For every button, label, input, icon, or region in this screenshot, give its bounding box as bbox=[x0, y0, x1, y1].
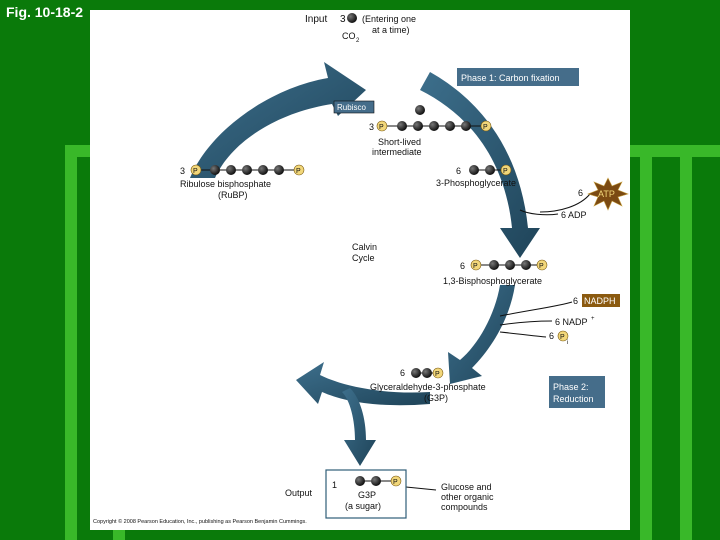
svg-text:P: P bbox=[435, 371, 440, 378]
output-count: 1 bbox=[332, 480, 337, 490]
rubp-line2: (RuBP) bbox=[218, 190, 248, 200]
pga-label: 3-Phosphoglycerate bbox=[436, 178, 516, 188]
bpg-label: 1,3-Bisphosphoglycerate bbox=[443, 276, 542, 286]
input-note-line1: (Entering one bbox=[362, 14, 416, 24]
phase2-line2: Reduction bbox=[553, 394, 594, 404]
cycle-arrow-top bbox=[190, 62, 366, 178]
intermediate-molecule: P P bbox=[376, 120, 492, 132]
g3p-molecule: P bbox=[411, 367, 444, 379]
glucose-line1: Glucose and bbox=[441, 482, 492, 492]
input-count: 3 bbox=[340, 14, 346, 25]
svg-text:P: P bbox=[539, 263, 544, 270]
intermediate-top-carbon bbox=[415, 105, 425, 115]
short-lived-line2: intermediate bbox=[372, 147, 422, 157]
pga-count: 6 bbox=[456, 166, 461, 176]
atp-count: 6 bbox=[578, 188, 583, 198]
svg-text:P: P bbox=[483, 124, 488, 131]
figure-label: Fig. 10-18-2 bbox=[6, 4, 84, 20]
input-note-line2: at a time) bbox=[372, 25, 410, 35]
svg-text:P: P bbox=[503, 168, 508, 175]
output-line2: (a sugar) bbox=[345, 501, 381, 511]
svg-text:P: P bbox=[296, 168, 301, 175]
atp-arrow bbox=[539, 193, 591, 213]
co2-molecule bbox=[347, 13, 357, 23]
phase1-box bbox=[457, 68, 579, 86]
input-label: Input bbox=[305, 14, 327, 25]
cycle-arrow-right-lower bbox=[448, 285, 515, 384]
svg-text:P: P bbox=[473, 263, 478, 270]
rubp-count: 3 bbox=[180, 166, 185, 176]
intermediate-count: 3 bbox=[369, 122, 374, 132]
nadp-superscript: + bbox=[591, 316, 595, 322]
adp-label: 6 ADP bbox=[561, 210, 587, 220]
cycle-arrow-right-upper bbox=[420, 72, 540, 258]
rubp-molecule: P P bbox=[190, 164, 305, 176]
svg-text:P: P bbox=[193, 168, 198, 175]
copyright: Copyright © 2008 Pearson Education, Inc.… bbox=[93, 518, 307, 525]
pi-subscript: i bbox=[567, 340, 568, 346]
bpg-count: 6 bbox=[460, 261, 465, 271]
output-line1: G3P bbox=[358, 490, 376, 500]
co2-subscript: 2 bbox=[356, 38, 360, 44]
pi-label: P bbox=[560, 334, 565, 341]
svg-text:P: P bbox=[379, 124, 384, 131]
pi-molecule bbox=[557, 330, 569, 342]
atp-label: ATP bbox=[598, 189, 615, 199]
phase1-label: Phase 1: Carbon fixation bbox=[461, 73, 560, 83]
rubisco-label: Rubisco bbox=[337, 103, 366, 112]
nadph-count: 6 bbox=[573, 296, 578, 306]
adp-arrow bbox=[519, 209, 559, 216]
nadp-label: 6 NADP bbox=[555, 317, 588, 327]
short-lived-line1: Short-lived bbox=[378, 137, 421, 147]
phase2-line1: Phase 2: bbox=[553, 382, 589, 392]
output-label: Output bbox=[285, 488, 313, 498]
output-g3p-molecule: P bbox=[355, 475, 402, 487]
atp-star bbox=[587, 177, 629, 211]
cycle-arrow-bottom bbox=[296, 362, 430, 406]
co2-label: CO bbox=[342, 31, 356, 41]
nadph-arrow bbox=[499, 301, 573, 317]
nadph-box bbox=[582, 294, 620, 307]
glucose-arrow bbox=[405, 486, 437, 491]
g3p-line1: Glyceraldehyde-3-phosphate bbox=[370, 382, 486, 392]
nadp-arrow bbox=[499, 320, 553, 326]
glucose-line2: other organic bbox=[441, 492, 494, 502]
pi-arrow bbox=[499, 331, 547, 338]
pga-molecule: P bbox=[469, 164, 512, 176]
rubp-line1: Ribulose bisphosphate bbox=[180, 179, 271, 189]
output-arrow bbox=[342, 388, 376, 466]
phase2-box bbox=[549, 376, 605, 408]
glucose-line3: compounds bbox=[441, 502, 488, 512]
g3p-line2: (G3P) bbox=[424, 393, 448, 403]
g3p-count: 6 bbox=[400, 368, 405, 378]
pi-count: 6 bbox=[549, 331, 554, 341]
svg-text:P: P bbox=[393, 479, 398, 486]
calvin-line1: Calvin bbox=[352, 242, 377, 252]
bpg-molecule: P P bbox=[470, 259, 548, 271]
nadph-label: NADPH bbox=[584, 296, 616, 306]
calvin-line2: Cycle bbox=[352, 253, 375, 263]
rubisco-box bbox=[333, 100, 375, 114]
